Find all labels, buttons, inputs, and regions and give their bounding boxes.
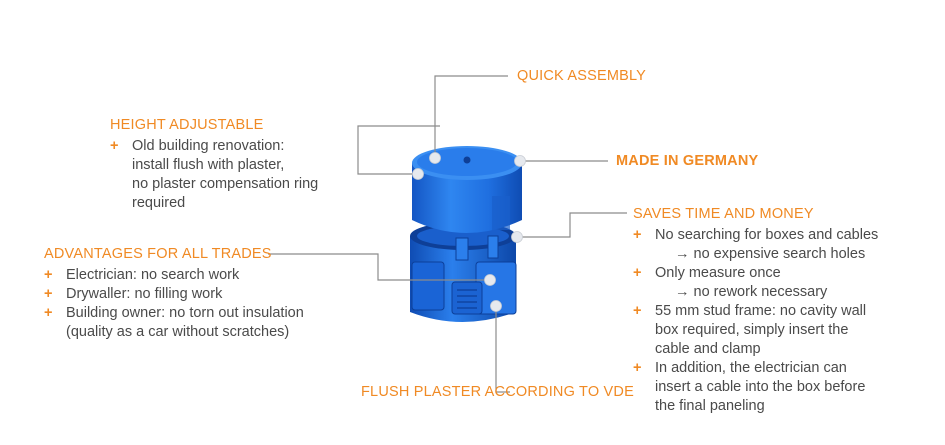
anchor-dots bbox=[412, 152, 526, 312]
plus-bullet-icon: + bbox=[633, 265, 642, 281]
list-item-text: 55 mm stud frame: no cavity wall bbox=[655, 303, 867, 319]
plus-bullet-icon: + bbox=[633, 303, 642, 319]
list-item: + No searching for boxes and cables → no… bbox=[633, 226, 878, 264]
plus-bullet-icon: + bbox=[44, 286, 53, 302]
list-item-text: cable and clamp bbox=[655, 341, 761, 357]
list-item-text: Only measure once bbox=[655, 265, 781, 281]
leader-lines bbox=[268, 75, 627, 393]
plus-bullet-icon: + bbox=[44, 267, 53, 283]
callout-made-in-germany: MADE IN GERMANY bbox=[616, 153, 759, 169]
list-item-text: the final paneling bbox=[655, 398, 765, 414]
plus-bullet-icon: + bbox=[633, 360, 642, 376]
list-item: + Only measure once → no rework necessar… bbox=[633, 264, 878, 302]
list-item-text: (quality as a car without scratches) bbox=[66, 324, 290, 340]
list-item-text: install flush with plaster, bbox=[132, 157, 285, 173]
list-item-text: required bbox=[132, 195, 186, 211]
height-adjustable-list: + Old building renovation: install flush… bbox=[110, 137, 318, 213]
list-item: + Electrician: no search work bbox=[44, 266, 304, 285]
list-item: + In addition, the electrician can inser… bbox=[633, 359, 878, 416]
list-item: + Old building renovation: install flush… bbox=[110, 137, 318, 213]
list-item-text: insert a cable into the box before bbox=[655, 379, 866, 395]
callout-quick-assembly: QUICK ASSEMBLY bbox=[517, 68, 647, 84]
junction-box-upper bbox=[412, 146, 522, 233]
list-item: + Drywaller: no filling work bbox=[44, 285, 304, 304]
list-item-text: Building owner: no torn out insulation bbox=[66, 305, 304, 321]
callout-advantages: ADVANTAGES FOR ALL TRADES bbox=[44, 246, 272, 262]
list-item-subtext: → no rework necessary bbox=[675, 284, 828, 300]
plus-bullet-icon: + bbox=[633, 227, 642, 243]
plus-bullet-icon: + bbox=[44, 305, 53, 321]
list-item-text: No searching for boxes and cables bbox=[655, 227, 879, 243]
list-item-text: no plaster compensation ring bbox=[132, 176, 319, 192]
advantages-list: + Electrician: no search work + Drywalle… bbox=[44, 266, 304, 342]
callout-saves-time: SAVES TIME AND MONEY bbox=[633, 206, 814, 222]
list-item-text: box required, simply insert the bbox=[655, 322, 849, 338]
list-item-text: In addition, the electrician can bbox=[655, 360, 847, 376]
list-item: + Building owner: no torn out insulation… bbox=[44, 304, 304, 342]
callout-height-adjustable: HEIGHT ADJUSTABLE bbox=[110, 117, 264, 133]
saves-time-list: + No searching for boxes and cables → no… bbox=[633, 226, 878, 416]
list-item: + 55 mm stud frame: no cavity wall box r… bbox=[633, 302, 878, 359]
plus-bullet-icon: + bbox=[110, 138, 119, 154]
callout-flush-plaster: FLUSH PLASTER ACCORDING TO VDE bbox=[361, 384, 634, 400]
list-item-text: Drywaller: no filling work bbox=[66, 286, 223, 302]
list-item-subtext: → no expensive search holes bbox=[675, 246, 866, 262]
list-item-text: Electrician: no search work bbox=[66, 267, 240, 283]
list-item-text: Old building renovation: bbox=[132, 138, 285, 154]
